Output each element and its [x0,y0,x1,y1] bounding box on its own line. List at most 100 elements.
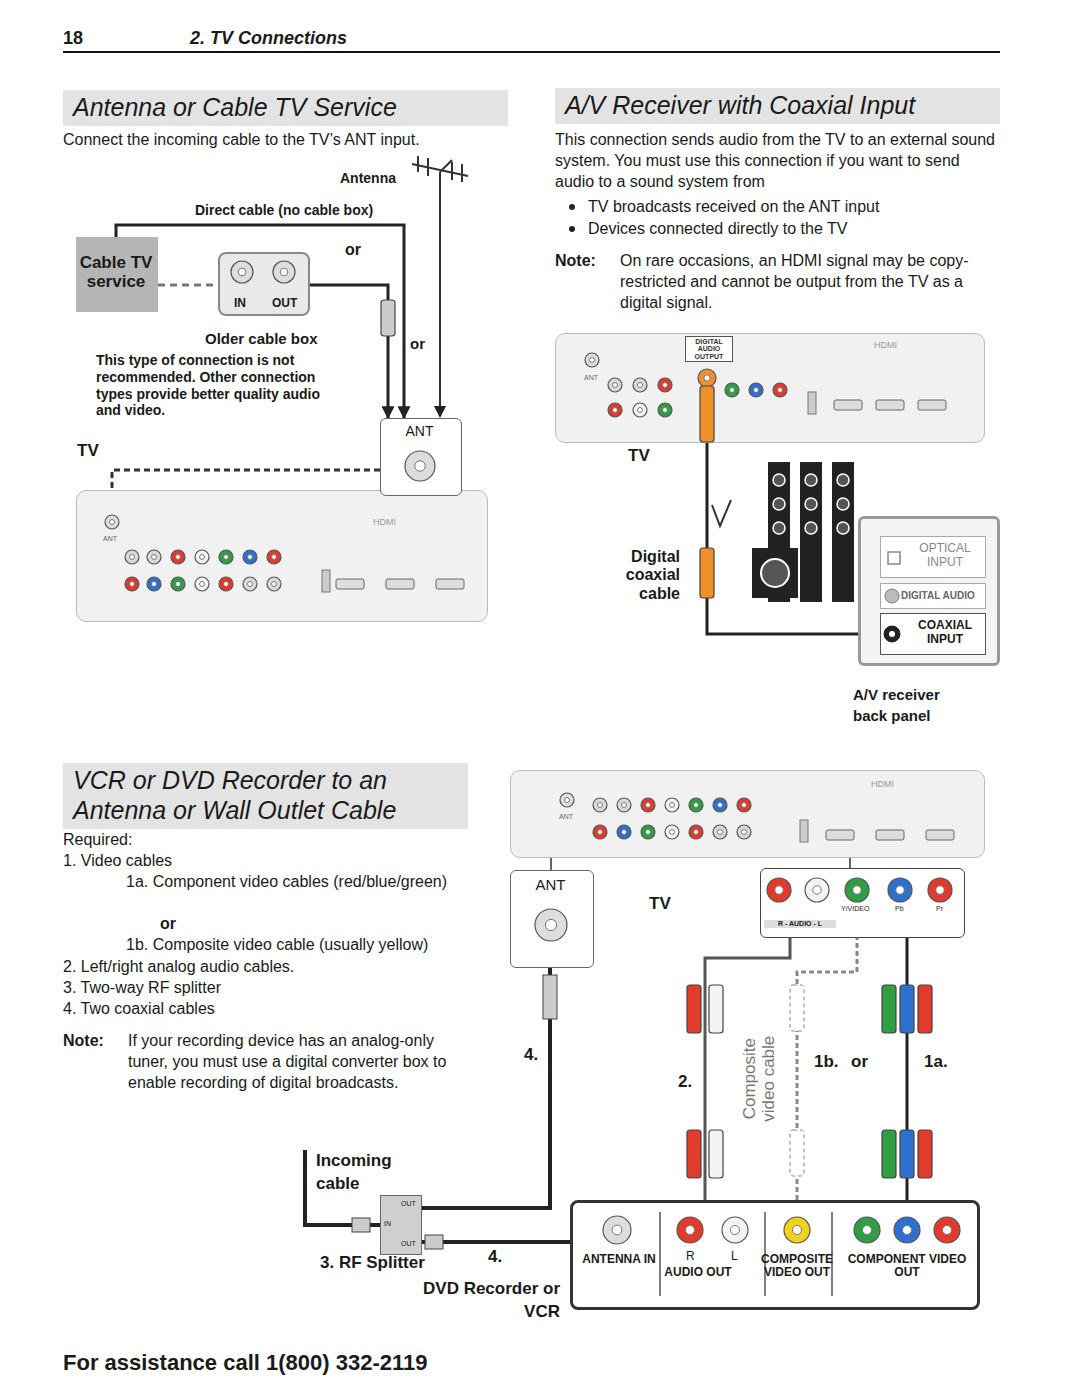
jack [608,378,622,392]
node-text: R [686,1249,695,1263]
jack-center [730,1225,739,1234]
jack [767,878,791,902]
node-text: OUT [272,296,297,310]
jack-center [778,388,783,393]
node-text: DIGITAL AUDIO [901,590,975,602]
jack-center [685,1225,694,1234]
jack-center [110,520,115,525]
jack-center [272,582,277,587]
jack [698,369,716,387]
jack [665,825,679,839]
optical-jack [888,552,900,564]
jack-center [224,582,229,587]
cable-plug [381,300,395,336]
bullet-text: TV broadcasts received on the ANT input [588,197,879,216]
node-text: COMPOSITE VIDEO OUT [758,1253,836,1279]
list-item: 1. Video cables [63,851,172,870]
header-rule [63,51,1000,53]
jack [608,403,622,417]
hdmi-port [926,830,954,840]
node-text: ANT [381,423,458,440]
jack [845,878,869,902]
cable-plug [918,1130,932,1178]
node-text: ANT [103,535,117,543]
jack [219,550,233,564]
jack-center [694,830,699,835]
jack [641,798,655,812]
node-text: ANTENNA IN [577,1253,661,1266]
node-text: HDMI [373,517,396,528]
hdmi-port [918,400,946,410]
jack-center [613,408,618,413]
jack [713,798,727,812]
section-band: VCR or DVD Recorder to an Antenna or Wal… [63,763,468,829]
jack-center [598,830,603,835]
jack-center [622,803,627,808]
part-label: Older cable box [205,330,318,348]
cable-plug [900,985,914,1033]
cable-plug [709,1130,723,1178]
jack-center [718,830,723,835]
node-text: ANT [559,813,573,821]
or-text: or [851,1052,868,1072]
hdmi-port [826,830,854,840]
cable-plug [687,1130,701,1178]
jack [617,825,631,839]
jack-center [646,803,651,808]
jack [593,798,607,812]
cable-label: 1b. [812,1052,841,1072]
cable [158,284,218,287]
jack-center [663,383,668,388]
node-text: COMPONENT VIDEO OUT [846,1253,968,1279]
list-heading: Required: [63,830,132,849]
usb-port [800,820,808,842]
node-text: R - AUDIO - L [764,920,836,928]
list-item: 1b. Composite video cable (usually yello… [126,935,471,954]
arrowhead [434,406,446,418]
cable-label: 4. [486,1247,504,1267]
cable-plug [709,985,723,1033]
section-band: Antenna or Cable TV Service [63,90,508,126]
cable-plug [918,985,932,1033]
node-text: A/V receiver back panel [853,684,963,726]
node-text: ANT [584,374,598,382]
speaker-driver [837,498,849,510]
speaker-driver [837,474,849,486]
check-mark [712,500,731,526]
jack [147,577,161,591]
cable-label: Composite video cable [741,1031,778,1127]
cable-label: 2. [676,1072,694,1092]
jack-center [663,408,668,413]
jack [535,909,567,941]
node-text: TV [77,441,99,461]
leader-line [849,858,851,868]
subwoofer [752,548,798,598]
jack [267,550,281,564]
jack [773,383,787,397]
node-text: COAXIAL INPUT [909,618,981,647]
jack [231,261,253,283]
composite-plug [790,985,804,1031]
note-heading: Note: [555,251,596,270]
jack [665,798,679,812]
jack-center [942,1225,951,1234]
chapter-header: 2. TV Connections [190,28,347,50]
jack-center [718,803,723,808]
jack [805,878,829,902]
jack [125,577,139,591]
coaxial-cable [422,968,550,1208]
node-text: OUT [401,1240,416,1248]
jack [934,1217,960,1243]
jack-center [176,582,181,587]
list-item: 1a. Component video cables (red/blue/gre… [126,872,456,891]
jack [560,793,574,807]
or-text: or [160,914,176,933]
receiver-back-panel: A/V receiver back panelOPTICAL INPUTDIGI… [858,516,1000,666]
rf-splitter: OUTINOUT [380,1195,422,1255]
jack [737,798,751,812]
jack-center [272,555,277,560]
bullet [569,226,575,232]
jack-center [813,886,821,894]
jack [885,589,899,603]
list-item: 3. Two-way RF splitter [63,978,221,997]
